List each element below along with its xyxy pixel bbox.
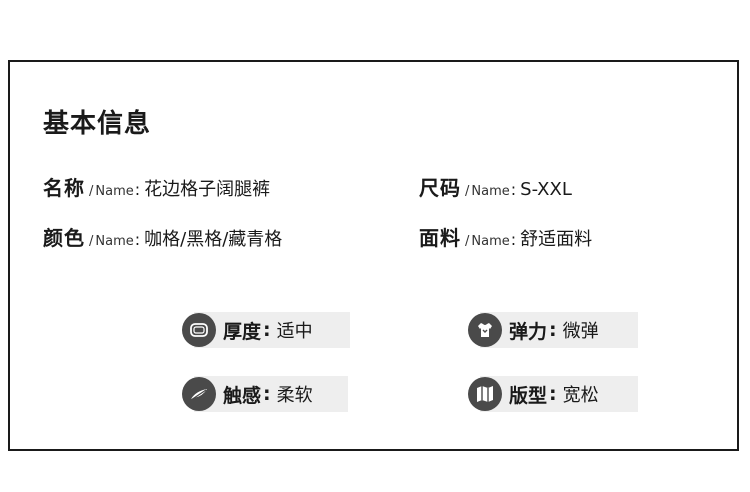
- spec-size: 尺码 / Name : S-XXL: [419, 172, 572, 201]
- feature-value: 微弹: [562, 321, 599, 342]
- fold-map-icon: [468, 377, 502, 411]
- spec-label: 面料: [419, 226, 461, 250]
- spec-value: 咖格/黑格/藏青格: [144, 229, 283, 250]
- spec-en: Name: [95, 184, 134, 199]
- section-title: 基本信息: [43, 109, 152, 139]
- spec-fabric: 面料 / Name : 舒适面料: [419, 222, 592, 251]
- feature-thickness: 厚度 : 适中: [182, 312, 350, 348]
- spec-en: Name: [471, 184, 510, 199]
- spec-value: S-XXL: [520, 179, 572, 200]
- spec-colon: :: [134, 180, 141, 199]
- spec-en: Name: [95, 234, 134, 249]
- feature-colon: :: [549, 319, 557, 341]
- spec-value: 花边格子阔腿裤: [144, 179, 271, 200]
- basic-info-card: 基本信息 名称 / Name : 花边格子阔腿裤 尺码 / Name : S-X…: [8, 60, 739, 451]
- feature-label: 触感: [223, 384, 262, 407]
- spec-sep: /: [89, 234, 94, 249]
- spec-label: 颜色: [43, 226, 85, 250]
- spec-label: 尺码: [419, 176, 461, 200]
- feature-label: 版型: [509, 384, 548, 407]
- feature-touch: 触感 : 柔软: [182, 376, 348, 412]
- feather-icon: [182, 377, 216, 411]
- spec-value: 舒适面料: [520, 229, 593, 250]
- feature-fit: 版型 : 宽松: [468, 376, 638, 412]
- feature-colon: :: [263, 383, 271, 405]
- spec-sep: /: [465, 184, 470, 199]
- feature-stretch: 弹力 : 微弹: [468, 312, 638, 348]
- spec-colon: :: [510, 180, 517, 199]
- feature-value: 宽松: [562, 385, 599, 406]
- feature-label: 厚度: [223, 320, 262, 343]
- spec-colon: :: [134, 230, 141, 249]
- feature-colon: :: [263, 319, 271, 341]
- feature-value: 柔软: [276, 385, 313, 406]
- thickness-icon: [182, 313, 216, 347]
- stretch-shirt-icon: [468, 313, 502, 347]
- spec-sep: /: [465, 234, 470, 249]
- spec-en: Name: [471, 234, 510, 249]
- spec-color: 颜色 / Name : 咖格/黑格/藏青格: [43, 222, 282, 251]
- spec-sep: /: [89, 184, 94, 199]
- feature-value: 适中: [276, 321, 313, 342]
- spec-name: 名称 / Name : 花边格子阔腿裤: [43, 172, 270, 201]
- spec-colon: :: [510, 230, 517, 249]
- feature-colon: :: [549, 383, 557, 405]
- feature-label: 弹力: [509, 320, 548, 343]
- spec-label: 名称: [43, 176, 85, 200]
